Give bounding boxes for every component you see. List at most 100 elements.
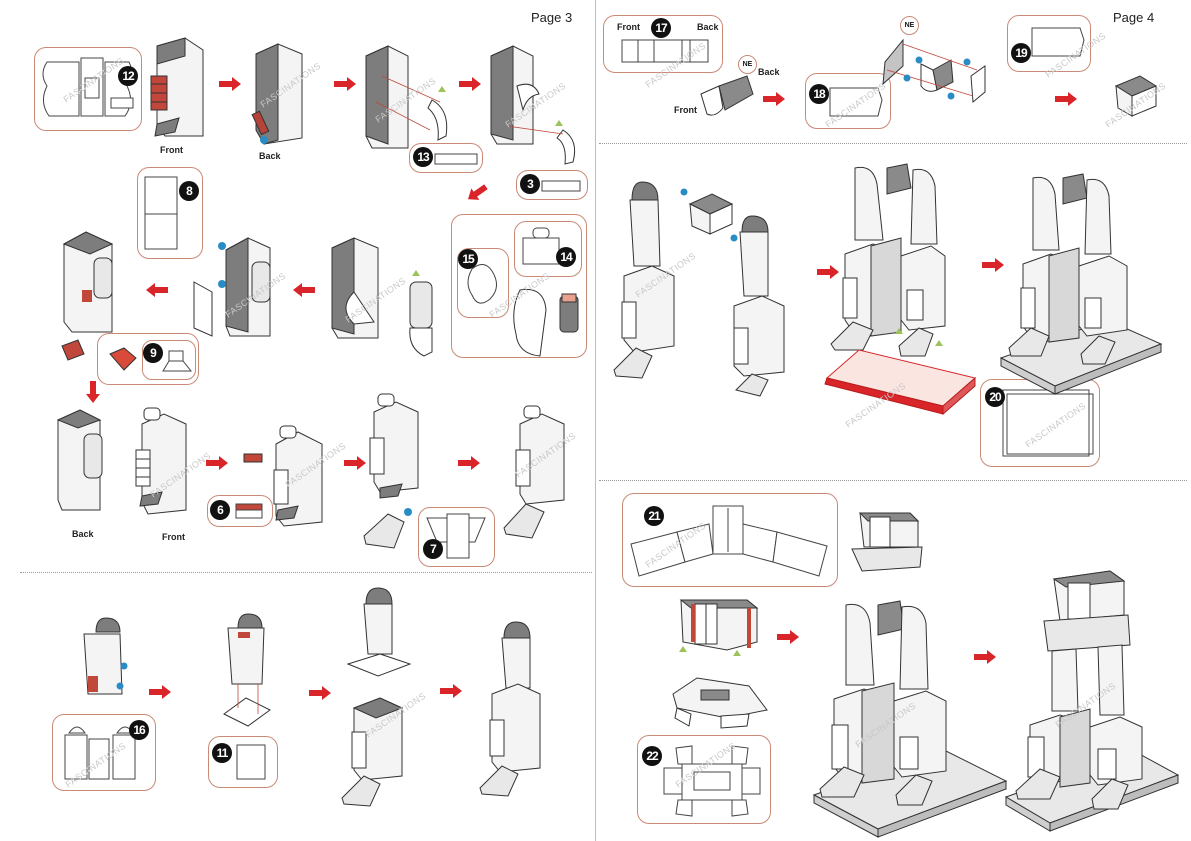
callout-part-16	[52, 714, 156, 791]
ne-marker: NE	[738, 55, 757, 74]
callout-number-7: 7	[423, 539, 443, 559]
callout-number-22: 22	[642, 746, 662, 766]
part-14-flat-outline	[522, 227, 560, 265]
callout-number-8: 8	[179, 181, 199, 201]
callout-number-16: 16	[129, 720, 149, 740]
label-back: Back	[72, 529, 94, 539]
callout-part-12	[34, 47, 142, 131]
page-4: Page 4 Front 17 Back NE Back Front 18 NE…	[597, 0, 1191, 841]
section-divider	[20, 572, 592, 573]
label-back: Back	[697, 22, 719, 32]
part-22-flat-outline	[663, 745, 761, 817]
part-19-flat-outline	[1031, 27, 1085, 57]
page-divider	[595, 0, 596, 841]
callout-number-3: 3	[520, 174, 540, 194]
step-arrow-right-icon	[206, 456, 228, 470]
callout-number-9: 9	[143, 343, 163, 363]
illustration-torso-with-part-6	[273, 425, 323, 527]
part-6-flat-outline	[235, 503, 263, 519]
part-18-flat-outline	[829, 87, 883, 117]
illustration-robot-complete	[1004, 570, 1180, 832]
step-arrow-down-icon	[86, 381, 100, 403]
part-17-flat-outline	[621, 39, 709, 63]
illustration-base-part-20	[824, 349, 977, 416]
label-front: Front	[162, 532, 185, 542]
callout-number-15: 15	[458, 249, 478, 269]
illustration-torso-front-12	[150, 37, 204, 137]
illustration-box-assembly-18-19	[882, 38, 986, 104]
part-20-flat-outline	[1002, 389, 1094, 457]
illustration-arm-part-16	[83, 617, 128, 695]
callout-number-18: 18	[809, 84, 829, 104]
illustration-legs-with-hip-box	[613, 181, 785, 397]
step-arrow-right-icon	[440, 684, 462, 698]
part-3-flat-outline	[541, 180, 581, 192]
part-9-folded-red	[109, 347, 137, 371]
illustration-torso-with-part-3	[490, 45, 576, 165]
illustration-arm-with-part-11	[223, 613, 271, 727]
illustration-torso-assembled-back	[62, 231, 114, 333]
label-front: Front	[160, 145, 183, 155]
illustration-leg-part-14	[513, 288, 579, 357]
step-arrow-right-icon	[149, 685, 171, 699]
illustration-torso-with-leg	[331, 237, 433, 357]
illustration-assembled-back	[56, 409, 103, 511]
callout-number-19: 19	[1011, 43, 1031, 63]
illustration-torso-with-foot-7	[363, 393, 419, 549]
callout-number-17: 17	[651, 18, 671, 38]
illustration-chest-with-part-22	[672, 599, 768, 729]
illustration-box-complete	[1114, 75, 1158, 117]
part-15-flat-outline	[467, 264, 497, 304]
step-arrow-right-icon	[817, 265, 839, 279]
page-3: Page 3 12 Front Back 13	[20, 10, 592, 807]
page-number: Page 4	[1113, 10, 1155, 25]
illustration-leg-complete	[503, 405, 565, 539]
step-arrow-right-icon	[763, 92, 785, 106]
callout-number-20: 20	[985, 387, 1005, 407]
step-arrow-right-icon	[309, 686, 331, 700]
part-21-flat-outline	[630, 505, 828, 577]
callout-number-11: 11	[212, 743, 232, 763]
illustration-legs-on-base	[999, 173, 1163, 395]
step-arrow-down-left-icon	[467, 184, 488, 200]
section-divider	[599, 480, 1187, 481]
step-arrow-right-icon	[458, 456, 480, 470]
callout-number-6: 6	[210, 500, 230, 520]
part-7-flat-outline	[426, 513, 486, 559]
illustration-torso-with-part-8	[193, 237, 271, 337]
label-back: Back	[259, 151, 281, 161]
callout-number-14: 14	[556, 247, 576, 267]
step-arrow-right-icon	[219, 77, 241, 91]
illustration-torso-with-part-13	[365, 45, 448, 149]
step-arrow-right-icon	[459, 77, 481, 91]
step-arrow-left-icon	[293, 283, 315, 297]
callout-number-21: 21	[644, 506, 664, 526]
step-arrow-right-icon	[334, 77, 356, 91]
step-arrow-right-icon	[982, 258, 1004, 272]
illustration-legs-onto-base	[830, 163, 946, 357]
ne-marker: NE	[900, 16, 919, 35]
illustration-part-9-folded	[61, 339, 85, 361]
callout-number-12: 12	[118, 66, 138, 86]
step-arrow-right-icon	[1055, 92, 1077, 106]
page-number: Page 3	[531, 10, 573, 25]
label-back: Back	[758, 67, 780, 77]
step-arrow-right-icon	[344, 456, 366, 470]
callout-part-17	[603, 15, 723, 73]
illustration-assembled-front	[135, 407, 187, 515]
step-arrow-right-icon	[777, 630, 799, 644]
label-front: Front	[674, 105, 697, 115]
illustration-leg-arm-assembled	[479, 621, 541, 797]
illustration-arm-onto-leg	[341, 587, 412, 807]
label-front: Front	[617, 22, 640, 32]
step-arrow-left-icon	[146, 283, 168, 297]
part-11-flat-outline	[236, 744, 266, 780]
illustration-chest-onto-legs	[812, 512, 1008, 838]
part-9-flat-outline	[162, 350, 193, 372]
part-8-flat-outline	[144, 176, 178, 250]
callout-number-13: 13	[413, 147, 433, 167]
illustration-part-17-folded	[700, 75, 754, 116]
illustration-torso-back	[251, 43, 303, 145]
part-13-flat-outline	[434, 153, 478, 165]
section-divider	[599, 143, 1187, 144]
